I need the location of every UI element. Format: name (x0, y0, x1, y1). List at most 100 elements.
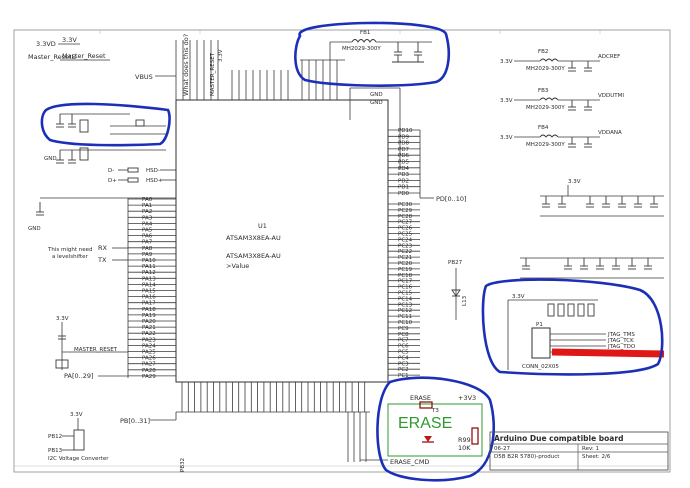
pin-label-pd: PD9 (398, 134, 410, 140)
pb32-label: PB32 (180, 458, 186, 472)
gnd-pins: GND GND (349, 87, 401, 170)
fb2-part: MH2029-300Y (526, 66, 565, 72)
pin-label-pc: PC5 (398, 350, 409, 356)
vdd33-rot-label: 3.3V (218, 49, 224, 62)
crystal-section: GND (40, 102, 171, 164)
pin-label-pc: PC26 (398, 226, 413, 232)
title-block-sheet: Sheet: 2/6 (582, 454, 611, 460)
pin-label-pc: PC7 (398, 338, 409, 344)
erase-block: ERASE +3V3 ERASE T3 R99 10K ERASE_CMD (347, 376, 496, 482)
title-block-title: Arduino Due compatible board (494, 434, 623, 443)
led-net: PB27 (448, 260, 463, 266)
svg-text:3.3V: 3.3V (56, 316, 69, 322)
svg-text:3.3V: 3.3V (500, 98, 513, 104)
pin-label-pc: PC27 (398, 220, 413, 226)
pin-label-pc: PC3 (398, 361, 409, 367)
pin-label-pc: PC30 (398, 202, 413, 208)
jtag-net-tck: JTAG_TCK (607, 338, 634, 344)
fb4-filter: 3.3V FB4 MH2029-300Y VDDANA (500, 125, 622, 148)
pin-label-pd: PD2 (398, 178, 409, 184)
pin-label-pd: PD4 (398, 166, 410, 172)
i2c-converter: 3.3V PB12 PB13 I2C Voltage Converter PB3… (48, 412, 186, 472)
pin-label-pc: PC24 (398, 237, 413, 243)
svg-text:GND: GND (28, 226, 41, 232)
pin-label-pa: PA17 (142, 301, 156, 307)
pin-label-pc: PC21 (398, 255, 412, 261)
led-pb27: PB27 L13 (448, 260, 468, 320)
pin-label-pd: PD6 (398, 153, 410, 159)
title-block-number: 06-27 (494, 446, 510, 452)
ic-body (175, 99, 389, 383)
pin-label-pa: PA12 (142, 270, 156, 276)
jtag-highlight-circle (481, 278, 664, 376)
pin-label-pa: PA19 (142, 313, 156, 319)
svg-text:3.3V: 3.3V (500, 135, 513, 141)
jtag-net-tms: JTAG_TMS (607, 332, 635, 338)
erase-highlight-circle (376, 376, 496, 482)
pin-label-pc: PC4 (398, 355, 409, 361)
pin-label-pa: PA15 (142, 289, 156, 295)
levelshifter-note-2: a levelshifter (52, 254, 88, 260)
pin-label-pc: PC20 (398, 261, 413, 267)
erase-supply: +3V3 (458, 394, 476, 402)
title-block-desc: D5B B2R 5780)-product (494, 454, 560, 460)
jtag-ref: P1 (536, 322, 543, 328)
pb-bus-label: PB[0..31] (120, 417, 150, 425)
pin-label-pa: PA24 (142, 343, 156, 349)
usb-section: D- D+ HSD- HSD+ (108, 167, 176, 184)
jtag-net-tdo: JTAG_TDO (607, 344, 636, 350)
usb-hsd-minus: HSD- (146, 168, 160, 174)
pin-label-pa: PA14 (142, 282, 156, 288)
fb1-highlight-circle (294, 21, 450, 87)
decoupling-bank-b (520, 257, 664, 279)
pin-label-pd: PD5 (398, 160, 410, 166)
pa-bus: PA[0..29] 3.3V MASTER_RESET (55, 316, 128, 380)
erase-big-label: ERASE (398, 415, 452, 432)
pin-label-pd: PD3 (398, 172, 410, 178)
fb3-filter: 3.3V FB3 MH2029-300Y VDDUTMI (500, 88, 624, 111)
vddutmi-net: VDDUTMI (598, 93, 624, 99)
pin-label-pa: PA8 (142, 246, 153, 252)
reset-section: 3.3VD 3.3V Master_ResetD Master_Reset VB… (28, 34, 289, 100)
pin-label-pa: PA27 (142, 362, 156, 368)
erase-resistor: R99 (458, 436, 471, 444)
pin-label-pd: PD1 (398, 185, 409, 191)
ic-part-b: ATSAM3X8EA-AU (226, 252, 281, 260)
what-does-this-do-note: What does this do? (182, 34, 190, 96)
fb2-filter: 3.3V FB2 MH2029-300Y ADCREF (500, 49, 620, 72)
i2c-net-b: PB13 (48, 448, 63, 454)
pin-label-pc: PC16 (398, 285, 413, 291)
pin-label-pc: PC8 (398, 332, 409, 338)
led-ref: L13 (462, 295, 468, 306)
pin-label-pc: PC22 (398, 249, 412, 255)
pin-label-pa: PA22 (142, 331, 156, 337)
pa-bus-label: PA[0..29] (64, 372, 94, 380)
svg-text:3.3V: 3.3V (568, 179, 581, 185)
ic-part: ATSAM3X8EA-AU (226, 234, 281, 242)
pin-label-pa: PA6 (142, 234, 153, 240)
pin-label-pa: PA28 (142, 368, 156, 374)
vddana-net: VDDANA (598, 130, 622, 136)
pin-label-pa: PA0 (142, 197, 153, 203)
jtag-part: CONN_02X05 (522, 364, 559, 370)
pin-label-pc: PC29 (398, 208, 413, 214)
jtag-connector-body (531, 327, 551, 359)
pin-label-pc: PC18 (398, 273, 413, 279)
uart-tx-label: TX (97, 256, 107, 264)
left-cap: GND (28, 197, 176, 232)
erase-cmd-label: ERASE_CMD (390, 458, 429, 466)
pin-label-pa: PA13 (142, 276, 156, 282)
jtag-redaction-stroke (551, 348, 665, 358)
pin-label-pc: PC9 (398, 326, 409, 332)
master-reset-label-a: Master_ResetD (28, 53, 77, 61)
svg-text:3.3V: 3.3V (70, 412, 83, 418)
pin-label-pa: PA7 (142, 240, 153, 246)
jtag-33v: 3.3V (512, 294, 525, 300)
jtag-section: 3.3V P1 CONN_02X05 JTAG_TMS JTAG_TCK JTA… (481, 278, 665, 376)
pin-label-pc: PC12 (398, 308, 412, 314)
pin-label-pa: PA5 (142, 228, 153, 234)
supply-33v-label: 3.3V (62, 36, 77, 44)
pin-label-pa: PA11 (142, 264, 156, 270)
pin-label-pa: PA20 (142, 319, 156, 325)
